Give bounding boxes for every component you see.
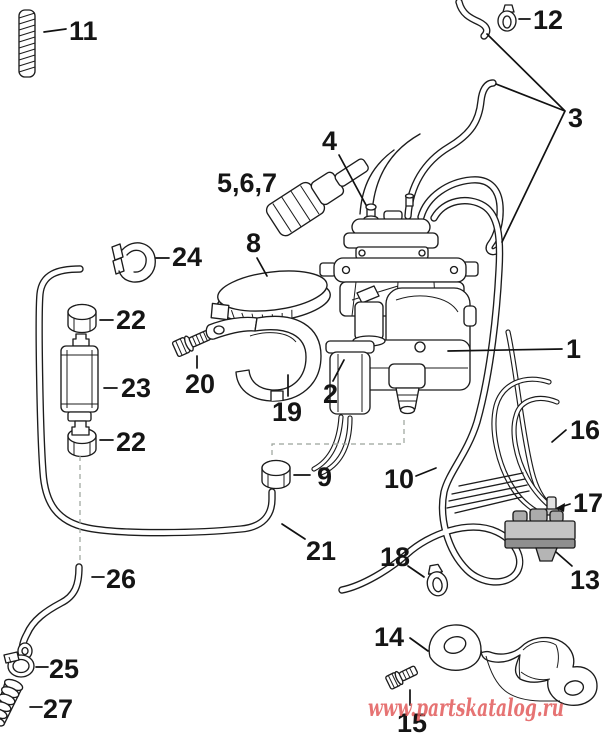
callout-1: 1 <box>566 334 581 364</box>
threaded-stud <box>18 9 36 78</box>
callout-22-upper: 22 <box>116 305 146 335</box>
hose-bundle-16 <box>446 332 557 515</box>
retainer-clip-12 <box>497 4 517 32</box>
bolt-15 <box>385 665 419 690</box>
watermark-text: www.partskatalog.ru <box>368 693 564 722</box>
callout-9: 9 <box>317 462 332 492</box>
retainer-clip-18 <box>426 563 449 597</box>
hose-clamp-25 <box>3 651 35 678</box>
callout-20: 20 <box>185 369 215 399</box>
arrowhead-17 <box>556 503 565 512</box>
callout-labels: 11 12 3 4 5,6,7 8 24 22 23 22 20 19 2 1 … <box>43 5 603 737</box>
callout-26: 26 <box>106 564 136 594</box>
compression-nut-9 <box>261 459 291 490</box>
callout-22-lower: 22 <box>116 427 146 457</box>
fuel-filter-23 <box>60 333 99 436</box>
callout-16: 16 <box>570 415 600 445</box>
connector-plug-5-6-7 <box>265 158 369 237</box>
callout-10: 10 <box>384 464 414 494</box>
mounting-bracket-19 <box>205 315 322 402</box>
callout-3: 3 <box>568 103 583 133</box>
callout-5-6-7: 5,6,7 <box>217 168 277 198</box>
hose-clamp-8 <box>210 270 331 324</box>
callout-14: 14 <box>374 622 404 652</box>
fuel-pump-assembly <box>314 193 479 473</box>
compression-nut-22-upper <box>67 303 97 334</box>
callout-18: 18 <box>380 542 410 572</box>
leader-lines <box>29 18 573 708</box>
callout-4: 4 <box>322 126 337 156</box>
fuel-hose-26 <box>17 567 79 660</box>
barb-fitting-27 <box>0 678 24 727</box>
bolt-20 <box>171 330 212 358</box>
callout-19: 19 <box>272 397 302 427</box>
callout-12: 12 <box>533 5 563 35</box>
callout-24: 24 <box>172 242 202 272</box>
callout-25: 25 <box>49 654 79 684</box>
cable-clamp-24 <box>111 242 156 283</box>
alignment-dash-outlet-to-nut9 <box>271 420 405 459</box>
manifold-block-13 <box>504 508 576 562</box>
fuel-hoses-upper <box>359 2 500 252</box>
mount-bracket-14 <box>428 624 598 706</box>
callout-2: 2 <box>323 379 338 409</box>
callout-11: 11 <box>69 16 98 46</box>
callout-21: 21 <box>306 536 336 566</box>
callout-8: 8 <box>246 228 261 258</box>
callout-17: 17 <box>573 488 603 518</box>
callout-27: 27 <box>43 694 73 724</box>
callout-23: 23 <box>121 373 151 403</box>
callout-13: 13 <box>570 565 600 595</box>
callout-15: 15 <box>397 708 427 737</box>
